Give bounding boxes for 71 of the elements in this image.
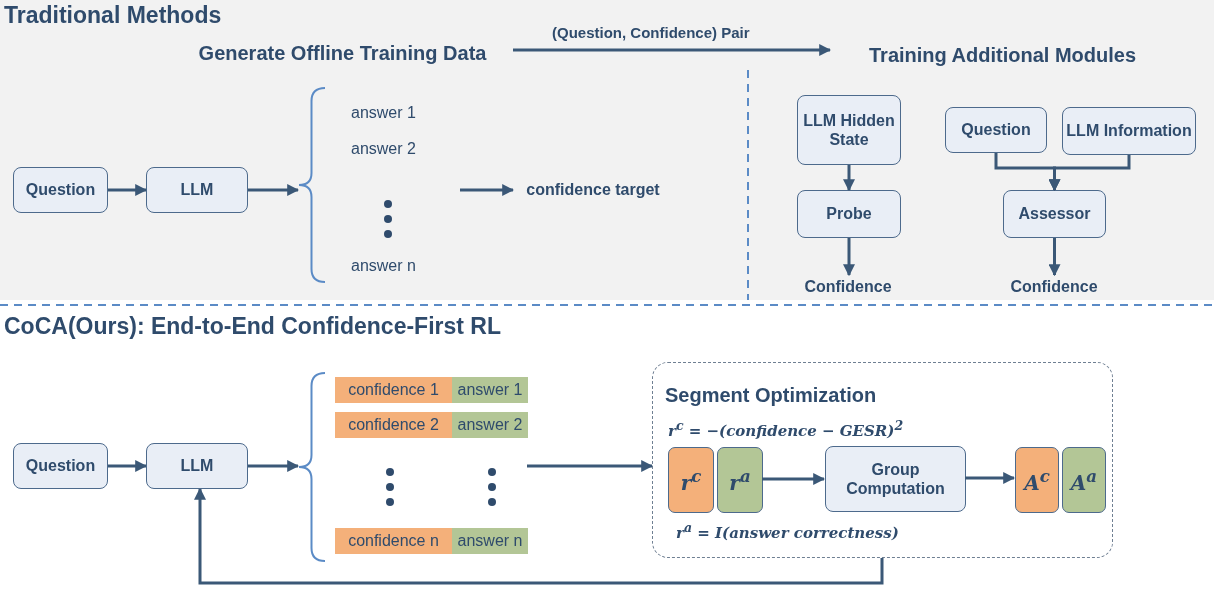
reward-symbol: r$^{a}$ xyxy=(729,465,751,495)
arrow xyxy=(1048,238,1061,277)
arrow xyxy=(194,487,884,585)
reward-block xyxy=(1062,447,1106,513)
process-box xyxy=(825,446,966,512)
formula: r$^{a}$ = I(answer correctness) xyxy=(676,520,899,542)
section-title: Segment Optimization xyxy=(665,383,877,407)
curly-brace xyxy=(298,372,325,562)
node-label: confidence target xyxy=(526,180,660,200)
node-label: confidence 1 xyxy=(348,380,439,400)
node-label: LLM xyxy=(180,180,214,200)
confidence-block xyxy=(335,412,452,438)
section-panel xyxy=(0,0,1214,300)
node-label: confidence n xyxy=(348,531,439,551)
node-label: Question xyxy=(25,180,96,200)
reward-block xyxy=(668,447,714,513)
answer-block xyxy=(452,528,528,554)
reward-symbol: r$^{c}$ xyxy=(680,465,702,495)
arrow xyxy=(248,460,300,472)
process-box xyxy=(797,190,901,238)
node-label: Question xyxy=(961,120,1031,140)
process-box xyxy=(797,95,901,165)
reward-symbol: A$^{c}$ xyxy=(1024,465,1050,495)
node-label: LLM xyxy=(180,456,214,476)
process-box xyxy=(13,443,108,489)
node-label: LLM Hidden State xyxy=(802,110,896,150)
node-label: Training Additional Modules xyxy=(869,43,1136,67)
node-label: answer 1 xyxy=(457,380,523,400)
node-label: Assessor xyxy=(1018,204,1091,224)
node-label: answer n xyxy=(457,531,523,551)
node-label: Generate Offline Training Data xyxy=(198,41,487,65)
dashed-group-box xyxy=(652,362,1113,558)
node-label: Question xyxy=(25,456,96,476)
process-box xyxy=(945,107,1047,153)
node-label: Confidence xyxy=(804,277,892,297)
section-title: Traditional Methods xyxy=(4,2,222,30)
reward-block xyxy=(1015,447,1059,513)
reward-block xyxy=(717,447,763,513)
process-box xyxy=(13,167,108,213)
arrow xyxy=(965,472,1016,484)
node-label: answer 2 xyxy=(457,415,523,435)
node-label: Probe xyxy=(826,204,872,224)
process-box xyxy=(146,443,248,489)
answer-text: answer 1 xyxy=(351,104,416,122)
arrow xyxy=(108,460,148,472)
node-label: confidence 2 xyxy=(348,415,439,435)
arrow xyxy=(843,238,855,277)
formula: r$^{c}$ = −(confidence − GESR)$^{2}$ xyxy=(668,418,904,440)
answer-text: answer 2 xyxy=(351,140,416,158)
arrow xyxy=(762,473,826,485)
process-box xyxy=(1062,107,1196,155)
process-box xyxy=(1003,190,1106,238)
answer-block xyxy=(452,412,528,438)
node-label: Group Computation xyxy=(845,459,946,499)
arrow xyxy=(513,44,832,56)
edge-label: (Question, Confidence) Pair xyxy=(552,24,750,41)
section-title: CoCA(Ours): End-to-End Confidence-First RL xyxy=(4,313,501,340)
confidence-block xyxy=(335,528,452,554)
node-label: Confidence xyxy=(1010,277,1098,297)
answer-block xyxy=(452,377,528,403)
confidence-block xyxy=(335,377,452,403)
reward-symbol: A$^{a}$ xyxy=(1070,465,1098,495)
node-label: LLM Information xyxy=(1066,121,1192,141)
answer-text: answer n xyxy=(351,257,416,275)
process-box xyxy=(146,167,248,213)
arrow xyxy=(843,165,855,192)
arrow xyxy=(248,184,300,196)
curly-brace xyxy=(298,87,325,283)
arrow xyxy=(527,460,654,472)
arrow xyxy=(460,184,515,196)
arrow xyxy=(108,184,148,196)
